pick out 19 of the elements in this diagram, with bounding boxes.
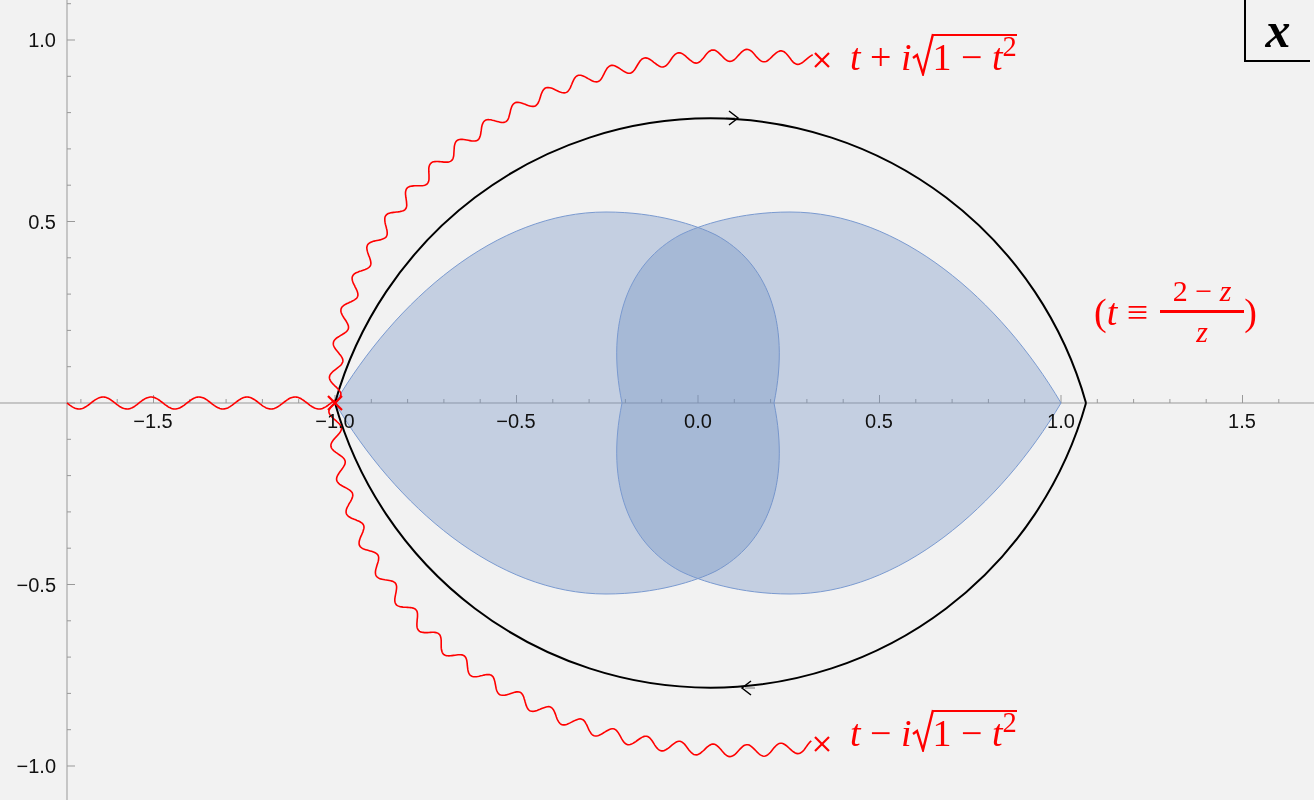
math-text: (t ≡ bbox=[1094, 292, 1149, 331]
tick-label: −0.5 bbox=[496, 411, 536, 431]
plane-label: x bbox=[1244, 0, 1310, 62]
math-text: t + i bbox=[850, 38, 912, 80]
tick-label: 1.0 bbox=[28, 30, 56, 50]
math-text: z bbox=[1196, 314, 1208, 347]
tick-label: −1.5 bbox=[133, 411, 173, 431]
tick-label: −1.0 bbox=[16, 756, 56, 776]
math-text: t − i bbox=[850, 714, 912, 756]
tick-label: 1.0 bbox=[1047, 411, 1075, 431]
tick-label: 0.0 bbox=[684, 411, 712, 431]
math-text: ) bbox=[1244, 292, 1257, 331]
tick-label: 0.5 bbox=[28, 212, 56, 232]
math-text: 1 − t$^{2}$ bbox=[932, 36, 1017, 78]
tick-label: −0.5 bbox=[16, 575, 56, 595]
math-text: 1 − t$^{2}$ bbox=[932, 712, 1017, 754]
tick-label: 1.5 bbox=[1228, 411, 1256, 431]
tick-label: 0.5 bbox=[865, 411, 893, 431]
math-text: 2 − z bbox=[1172, 276, 1232, 309]
